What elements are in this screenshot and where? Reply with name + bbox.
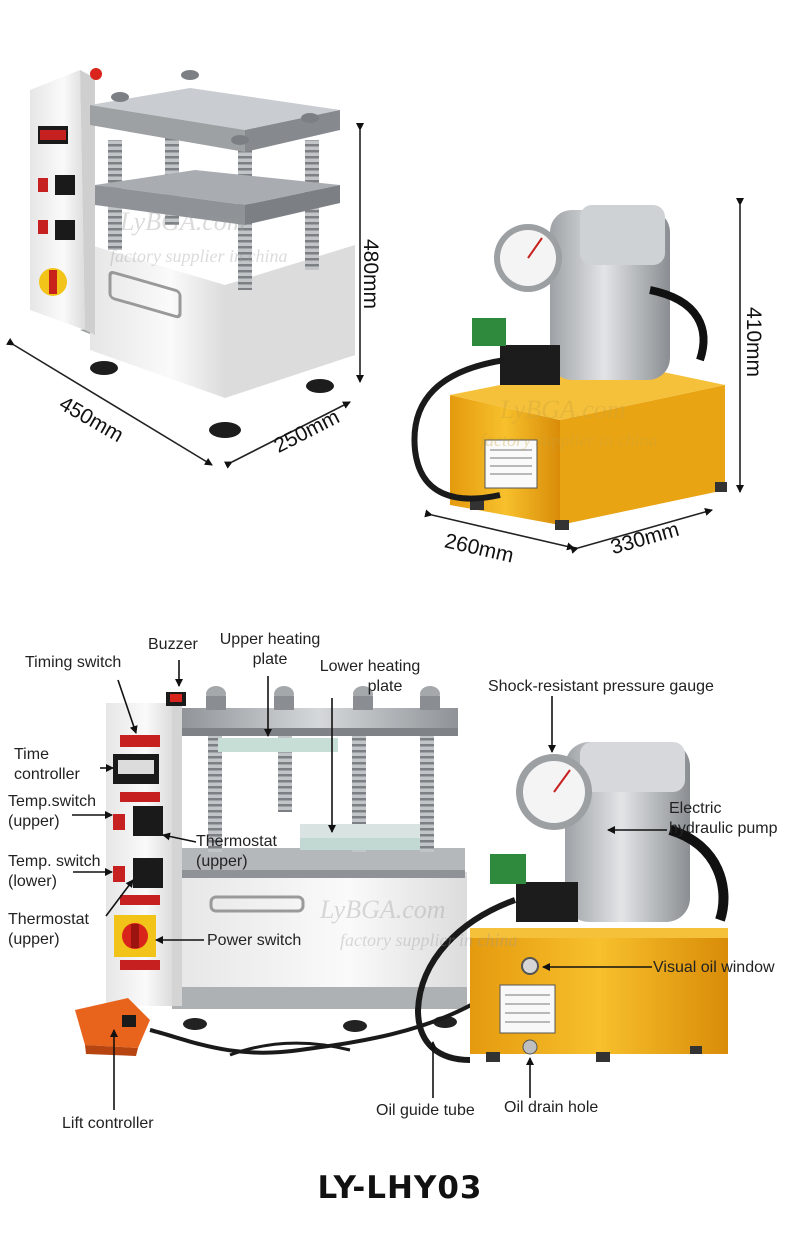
label-temp-switch-lower: Temp. switch (lower) bbox=[8, 852, 100, 892]
label-electric-pump-line1: Electric bbox=[669, 800, 722, 817]
press-machine-bottom bbox=[75, 686, 482, 1057]
label-electric-pump-line2: hydraulic pump bbox=[669, 820, 778, 837]
label-thermostat-lower-line2: (upper) bbox=[8, 931, 60, 948]
model-number: LY-LHY03 bbox=[317, 1170, 483, 1206]
label-timing-switch: Timing switch bbox=[25, 654, 122, 671]
label-temp-switch-upper: Temp.switch (upper) bbox=[8, 792, 96, 832]
dim-press-height: 480mm bbox=[359, 238, 383, 310]
watermark-brand-pump: LyBGA.com bbox=[499, 395, 626, 424]
label-pressure-gauge: Shock-resistant pressure gauge bbox=[488, 678, 714, 695]
press-dimension-lines bbox=[5, 123, 364, 469]
label-time-controller: Time controller bbox=[14, 745, 80, 785]
watermark-tagline-bottom: factory supplier in china bbox=[340, 930, 517, 950]
watermark: LyBGA.com factory supplier in china LyBG… bbox=[110, 207, 657, 950]
watermark-tagline-top: factory supplier in china bbox=[110, 246, 287, 266]
label-oil-guide-tube: Oil guide tube bbox=[376, 1102, 475, 1119]
label-buzzer: Buzzer bbox=[148, 636, 198, 653]
label-temp-switch-lower-line2: (lower) bbox=[8, 873, 57, 890]
label-upper-heating-plate-line1: Upper heating bbox=[219, 631, 321, 648]
label-power-switch: Power switch bbox=[207, 932, 302, 949]
label-temp-switch-lower-line1: Temp. switch bbox=[8, 853, 101, 870]
hydraulic-pump-top bbox=[411, 205, 727, 530]
label-thermostat-upper-line2: (upper) bbox=[196, 853, 248, 870]
label-temp-switch-upper-line2: (upper) bbox=[8, 813, 60, 830]
pump-dimension-lines bbox=[424, 198, 744, 554]
callout-arrows bbox=[72, 660, 667, 1110]
label-lower-heating-plate-line1: Lower heating bbox=[319, 658, 421, 675]
label-visual-oil-window: Visual oil window bbox=[653, 959, 775, 976]
label-time-controller-line1: Time bbox=[14, 746, 49, 763]
label-lower-heating-plate-line2: plate bbox=[367, 678, 403, 695]
label-thermostat-upper-line1: Thermostat bbox=[196, 833, 277, 850]
watermark-tagline-pump: factory supplier in china bbox=[480, 430, 657, 450]
label-lower-heating-plate: Lower heating plate bbox=[308, 657, 432, 697]
label-time-controller-line2: controller bbox=[14, 766, 80, 783]
dim-pump-height: 410mm bbox=[742, 306, 766, 378]
watermark-brand-bottom: LyBGA.com bbox=[319, 895, 446, 924]
label-temp-switch-upper-line1: Temp.switch bbox=[8, 793, 97, 810]
watermark-brand-top: LyBGA.com bbox=[119, 207, 246, 236]
label-lift-controller: Lift controller bbox=[62, 1115, 154, 1132]
label-upper-heating-plate-line2: plate bbox=[252, 651, 288, 668]
label-thermostat-lower: Thermostat (upper) bbox=[8, 910, 89, 950]
label-upper-heating-plate: Upper heating plate bbox=[205, 630, 335, 670]
label-thermostat-upper: Thermostat (upper) bbox=[196, 832, 277, 872]
press-machine-top bbox=[30, 68, 355, 438]
hydraulic-pump-bottom bbox=[414, 742, 729, 1063]
label-thermostat-lower-line1: Thermostat bbox=[8, 911, 89, 928]
label-oil-drain-hole: Oil drain hole bbox=[504, 1099, 599, 1116]
label-electric-pump: Electric hydraulic pump bbox=[669, 799, 778, 839]
